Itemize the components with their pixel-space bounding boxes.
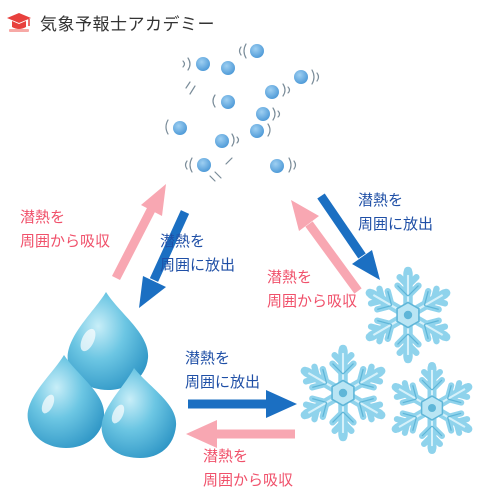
label-line: 周囲に放出 [358,215,434,233]
label-vapor-to-ice: 潜熱を 周囲に放出 [358,188,433,236]
vapor-molecule [197,158,211,172]
label-line: 潜熱を [203,447,249,465]
vapor-molecule [173,121,187,135]
label-water-to-vapor: 潜熱を 周囲から吸収 [20,205,110,253]
arrow-water-to-ice [188,390,297,418]
arrow-vapor-to-water [139,210,190,308]
label-line: 周囲から吸収 [267,292,358,310]
arrow-water-to-vapor [111,184,166,281]
label-line: 潜熱を [358,191,404,209]
label-line: 潜熱を [160,232,206,250]
vapor-molecule [221,61,235,75]
label-line: 周囲に放出 [185,373,261,391]
arrow-ice-to-vapor [291,200,362,294]
vapor-molecule [196,57,210,71]
brand-name: 気象予報士アカデミー [40,14,215,35]
arrow-ice-to-water [186,420,295,448]
label-line: 周囲に放出 [160,256,236,274]
vapor-molecule [256,107,270,121]
vapor-molecule [215,134,229,148]
snowflake-right [387,362,477,454]
vapor-molecule [270,159,284,173]
water-drop-left [27,355,105,448]
label-vapor-to-water: 潜熱を 周囲に放出 [160,229,235,277]
label-ice-to-vapor: 潜熱を 周囲から吸収 [267,265,357,313]
label-line: 周囲から吸収 [203,471,294,489]
label-line: 潜熱を [20,208,66,226]
vapor-molecule [221,95,235,109]
vapor-molecule [250,124,264,138]
motion-lines [165,43,320,182]
label-line: 周囲から吸収 [20,232,111,250]
label-line: 潜熱を [267,268,313,286]
brand-header: 気象予報士アカデミー [6,8,215,36]
water-droplets [27,292,177,458]
water-drop-top [67,292,149,390]
snowflake-left [296,345,390,442]
label-line: 潜熱を [185,349,231,367]
graduation-cap-icon [7,13,31,32]
label-water-to-ice: 潜熱を 周囲に放出 [185,346,260,394]
vapor-molecule [294,70,308,84]
vapor-molecule [265,85,279,99]
vapor-molecules [173,44,308,173]
label-ice-to-water: 潜熱を 周囲から吸収 [203,444,293,492]
snowflake-top [361,267,455,364]
vapor-molecule [250,44,264,58]
arrow-vapor-to-ice [317,193,380,280]
water-vapor-cluster [165,43,320,182]
water-drop-right [101,368,177,458]
